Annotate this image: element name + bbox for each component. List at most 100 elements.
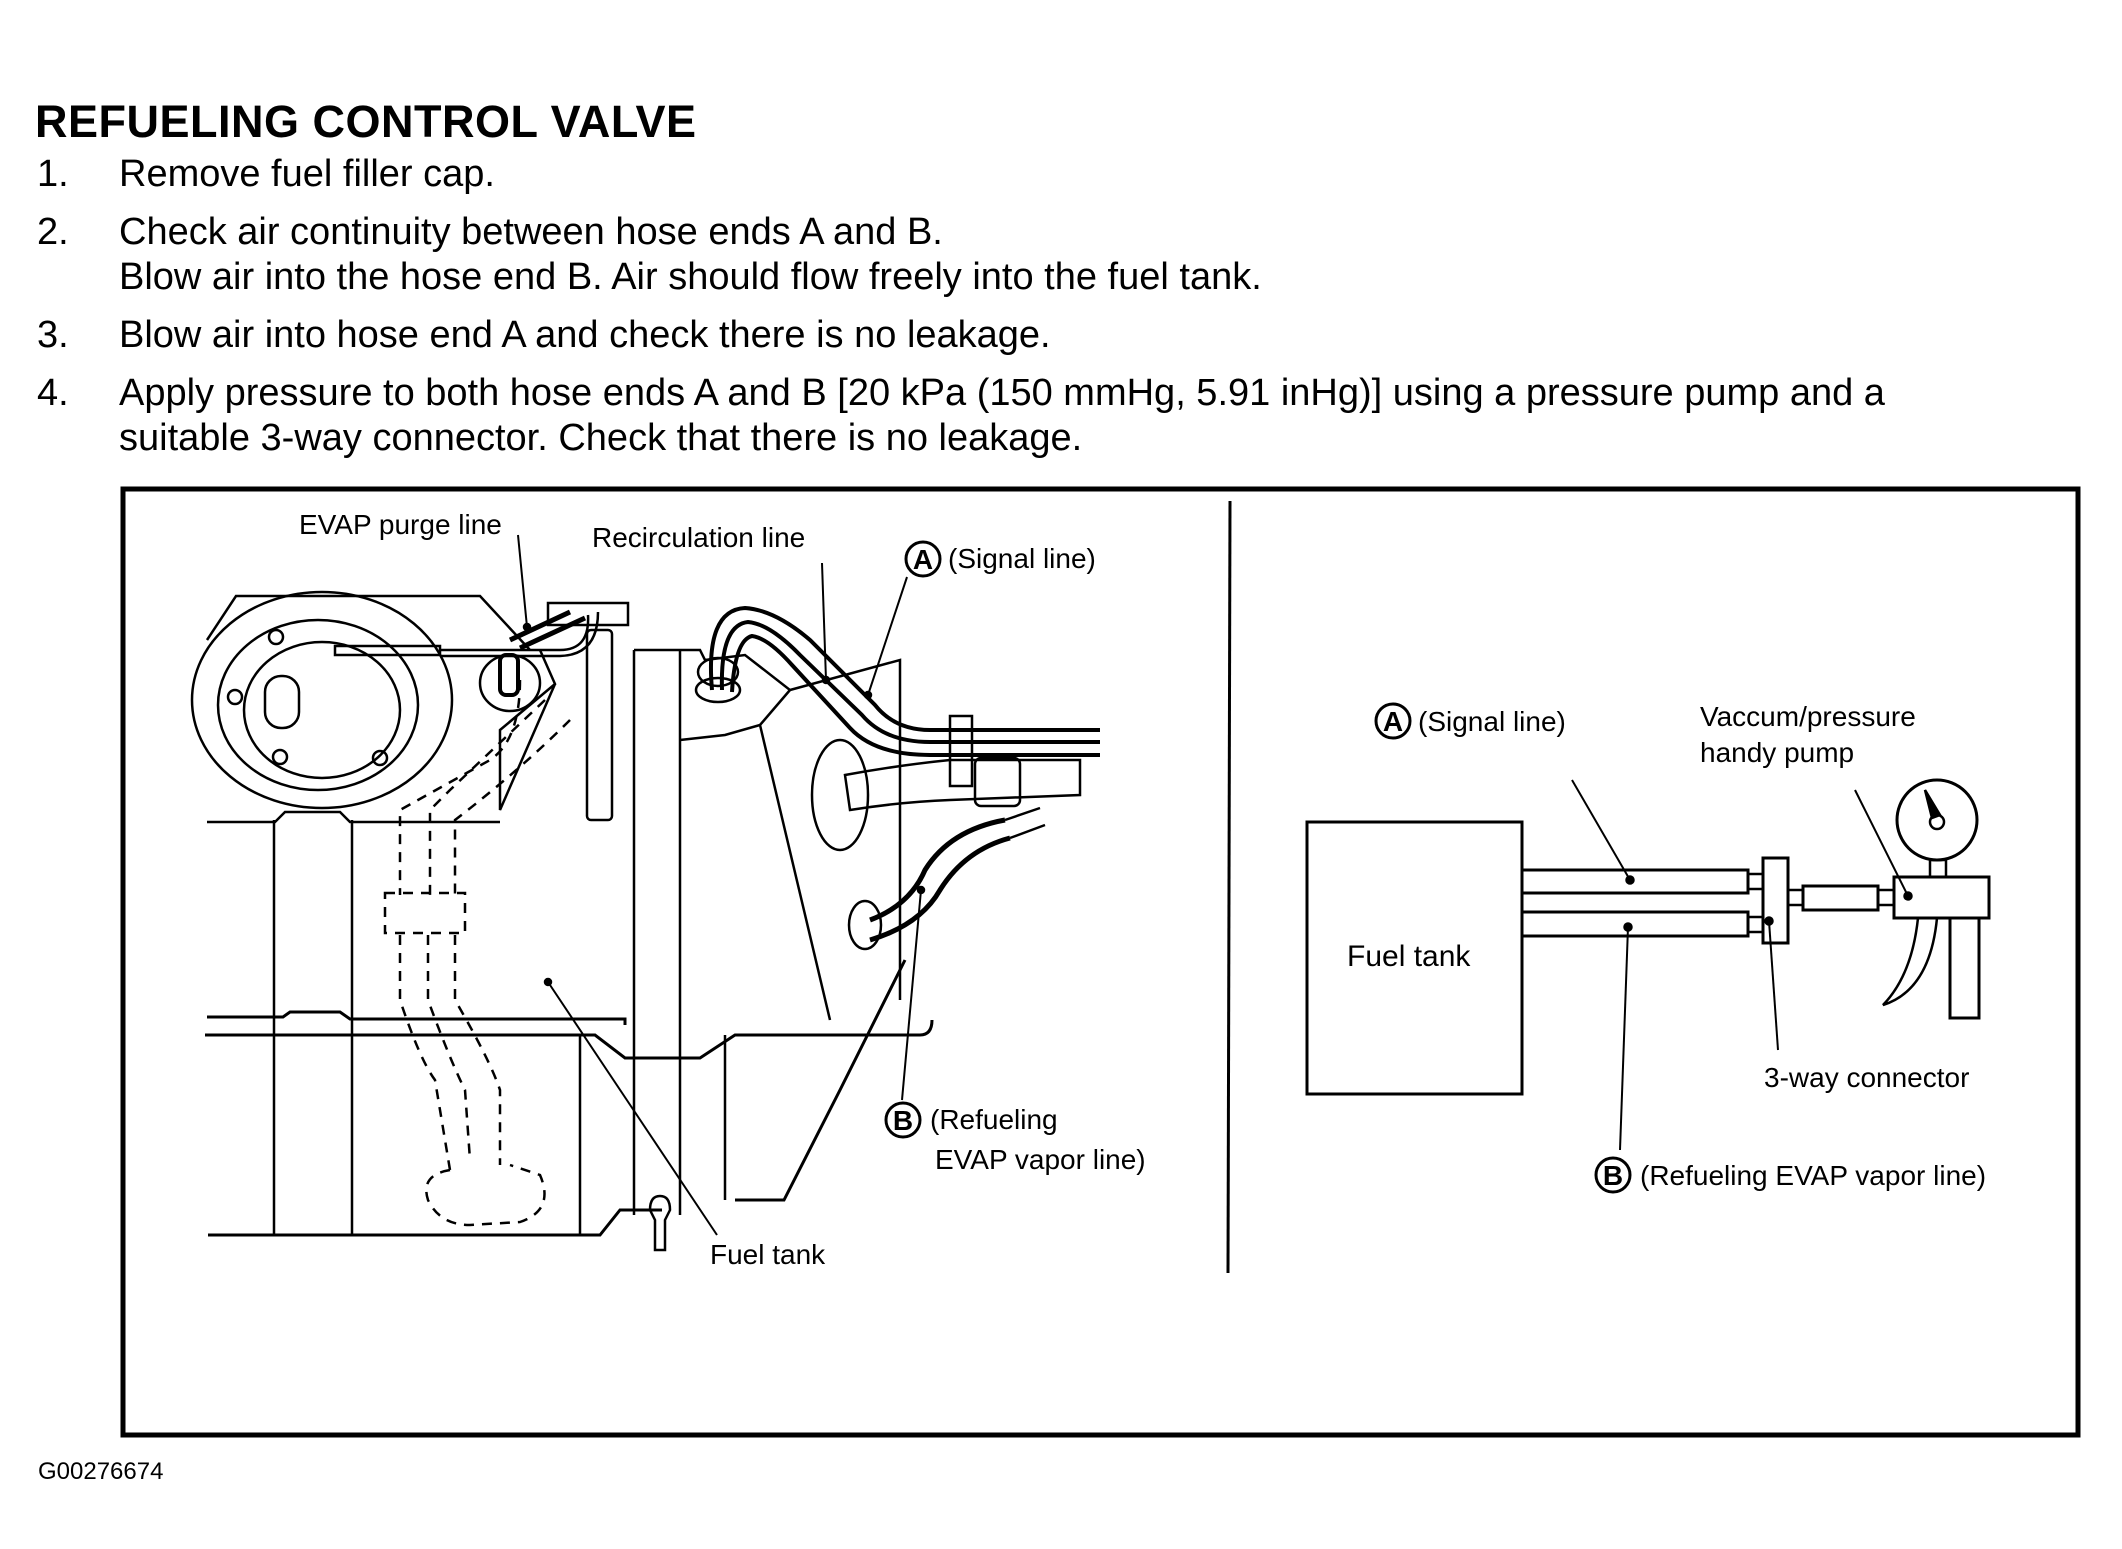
circle-letter-a-icon [904, 540, 942, 578]
step-text: Remove fuel filler cap. [119, 153, 495, 195]
three-way-connector [1761, 856, 1790, 945]
recirculation-hose [709, 605, 1100, 732]
filler-flange [810, 738, 870, 852]
mount-bolt [648, 1194, 672, 1252]
label-refueling-line1: (Refueling [930, 1104, 1058, 1135]
leader-recirculation [821, 562, 827, 681]
evap-purge-hose [508, 609, 587, 651]
figure-divider [1226, 500, 1232, 1274]
leader-dot [821, 675, 831, 685]
step-number: 4. [37, 372, 69, 414]
step-1: 1. Remove fuel filler cap. [0, 152, 2122, 197]
leader-dot [1764, 916, 1774, 926]
bolt [226, 688, 244, 706]
leader-dot [916, 885, 926, 895]
marker-b-left: B [884, 1101, 922, 1139]
leader-refueling-b [901, 889, 922, 1101]
pump-trigger [1882, 917, 1939, 1007]
leader-signal-a [867, 576, 908, 696]
letter-a: A [1383, 706, 1403, 737]
bracket-diamond [498, 649, 557, 811]
label-pump-line2: handy pump [1700, 737, 1854, 768]
tank-rib [272, 820, 354, 1235]
step-text: Blow air into the hose end B. Air should… [119, 256, 1262, 298]
signal-hose [719, 619, 1100, 744]
connector-nipple [1746, 872, 1765, 891]
connector-nipple [1746, 915, 1765, 934]
bolt [267, 628, 285, 646]
right-diagram [1305, 778, 1991, 1151]
leader-dot [543, 977, 553, 987]
hose-a [1522, 868, 1750, 895]
step-text: Check air continuity between hose ends A… [119, 211, 943, 253]
hose-grommet [696, 656, 740, 688]
refueling-vapor-hose [869, 817, 1006, 923]
label-refueling-vapor-line: (Refueling EVAP vapor line) [1640, 1160, 1986, 1191]
fuel-tank-box [1305, 820, 1524, 1096]
instruction-list: 1. Remove fuel filler cap. 2. Check air … [0, 152, 2122, 474]
label-recirculation-line: Recirculation line [592, 522, 805, 553]
marker-a-left: A [904, 540, 942, 578]
step-text: Apply pressure to both hose ends A and B… [119, 372, 1885, 414]
circle-letter-a-icon [1374, 702, 1412, 740]
filler-neck-ring [216, 618, 420, 792]
tank-side-line [735, 959, 907, 1202]
leader-dot [522, 622, 532, 632]
marker-b-right: B [1594, 1156, 1632, 1194]
label-evap-purge-line: EVAP purge line [299, 509, 502, 540]
tank-strap [632, 650, 682, 1215]
tank-upper-block [634, 648, 792, 742]
bolt [371, 749, 389, 767]
label-three-way-connector: 3-way connector [1764, 1062, 1969, 1093]
step-number: 2. [37, 211, 69, 253]
circle-letter-b-icon [1594, 1156, 1632, 1194]
leader-signal-a [1571, 779, 1631, 881]
figure-frame [120, 486, 2081, 1438]
internal-tubes [383, 679, 571, 1227]
step-number: 3. [37, 314, 69, 356]
figure-id: G00276674 [38, 1458, 164, 1485]
letter-b: B [1603, 1160, 1623, 1191]
purge-tube [440, 614, 590, 652]
tank-seam-line [205, 1019, 934, 1060]
step-4: 4. Apply pressure to both hose ends A an… [0, 371, 2122, 461]
refueling-vapor-hose-end [1004, 806, 1046, 840]
signal-hose [730, 633, 1100, 757]
gauge-needle [1923, 789, 1942, 820]
bracket [546, 601, 630, 627]
leader-pump [1854, 789, 1909, 897]
refueling-vapor-hose [869, 835, 1011, 943]
bolt [271, 748, 289, 766]
leader-evap-purge [517, 534, 528, 628]
label-refueling-line2: EVAP vapor line) [935, 1144, 1146, 1175]
letter-b: B [893, 1105, 913, 1136]
leader-fuel-tank [547, 981, 718, 1236]
connector-nipple [1786, 888, 1805, 907]
hose-clamp [948, 714, 974, 788]
tank-edge [789, 658, 902, 1000]
page-title: REFUELING CONTROL VALVE [35, 96, 697, 147]
step-text: Blow air into hose end A and check there… [119, 314, 1051, 356]
filler-neck-inner [242, 640, 402, 780]
pump-tube [1801, 884, 1880, 912]
hose-b [1522, 910, 1750, 938]
filler-tube-coupler [973, 756, 1022, 808]
gauge-stem [1928, 858, 1948, 879]
leader-connector [1768, 920, 1779, 1051]
tank-top-outline [205, 594, 531, 651]
tank-flange-line [207, 810, 500, 824]
step-2: 2. Check air continuity between hose end… [0, 210, 2122, 300]
hose-grommet [694, 676, 742, 704]
leader-refueling-b [1619, 926, 1629, 1151]
left-diagram [190, 534, 1100, 1252]
leader-dot [1625, 875, 1635, 885]
tank-seam-line [207, 1010, 627, 1025]
pump-nipple [1876, 888, 1896, 907]
label-fuel-tank: Fuel tank [1347, 940, 1471, 973]
filler-neck-outer [190, 590, 454, 810]
step-number: 1. [37, 153, 69, 195]
marker-a-right: A [1374, 702, 1412, 740]
label-pump-line1: Vaccum/pressure [1700, 701, 1916, 732]
label-signal-line: (Signal line) [948, 543, 1096, 574]
letter-a: A [913, 544, 933, 575]
